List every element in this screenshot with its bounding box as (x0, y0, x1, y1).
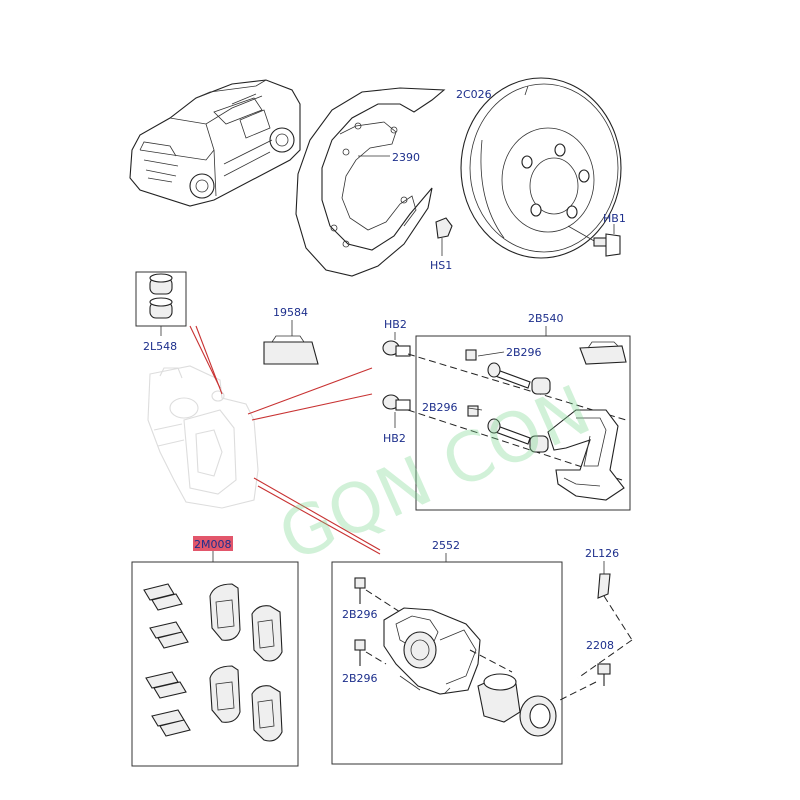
brake-pad-upper-left (209, 583, 241, 641)
bracket-kit-box (415, 335, 631, 511)
caliper-assembly-box (331, 561, 563, 765)
label-bushing-kit: 2L548 (143, 340, 177, 353)
clip-inside-box (579, 341, 627, 365)
piston-seal (519, 695, 557, 737)
bushing-2l548 (149, 273, 173, 319)
label-2208: 2208 (586, 639, 614, 652)
bolt-hb2-bottom (382, 394, 411, 411)
bolt-hb1 (567, 224, 621, 257)
bleed-bolt-lower (354, 639, 366, 666)
sensor-bracket-2l126 (597, 573, 611, 599)
pad-clip-19584 (263, 335, 319, 365)
bleed-bolt-upper (354, 577, 366, 604)
pad-kit-highlight (193, 536, 233, 551)
label-caliper-bracket: 2B540 (528, 312, 564, 325)
bolt-hb2-top (382, 340, 411, 357)
screw-hs1 (435, 217, 453, 256)
brake-shield-2390 (295, 87, 446, 277)
label-caliper-assembly: 2552 (432, 539, 460, 552)
label-pad-kit: 2M008 (194, 538, 232, 551)
guide-pin-upper (465, 349, 551, 395)
caliper-overview (147, 365, 259, 509)
label-pad-clip: 19584 (273, 306, 308, 319)
label-2b296-c: 2B296 (342, 608, 378, 621)
label-hs1: HS1 (430, 259, 452, 272)
label-2b296-b: 2B296 (422, 401, 458, 414)
label-hb2-bottom: HB2 (383, 432, 406, 445)
label-hb2-top: HB2 (384, 318, 407, 331)
wear-sensor-2208 (597, 663, 611, 686)
vehicle-illustration (129, 79, 301, 207)
label-hb1: HB1 (603, 212, 626, 225)
label-2l126: 2L126 (585, 547, 619, 560)
guide-pin-lower (467, 405, 549, 453)
leader-lines (189, 325, 381, 555)
caliper-bracket-2b540 (547, 409, 625, 501)
brake-pad-upper-right (251, 605, 283, 662)
label-2b296-a: 2B296 (506, 346, 542, 359)
brake-pad-lower-left (209, 665, 241, 723)
pad-kit-box (131, 561, 299, 767)
label-shield: 2390 (392, 151, 420, 164)
brake-rotor-2c026 (460, 77, 622, 259)
caliper-piston (477, 673, 521, 723)
pad-hardware-clips (143, 583, 191, 737)
label-rotor: 2C026 (456, 88, 492, 101)
brake-pad-lower-right (251, 685, 283, 742)
label-2b296-d: 2B296 (342, 672, 378, 685)
caliper-housing-2552 (383, 607, 481, 695)
